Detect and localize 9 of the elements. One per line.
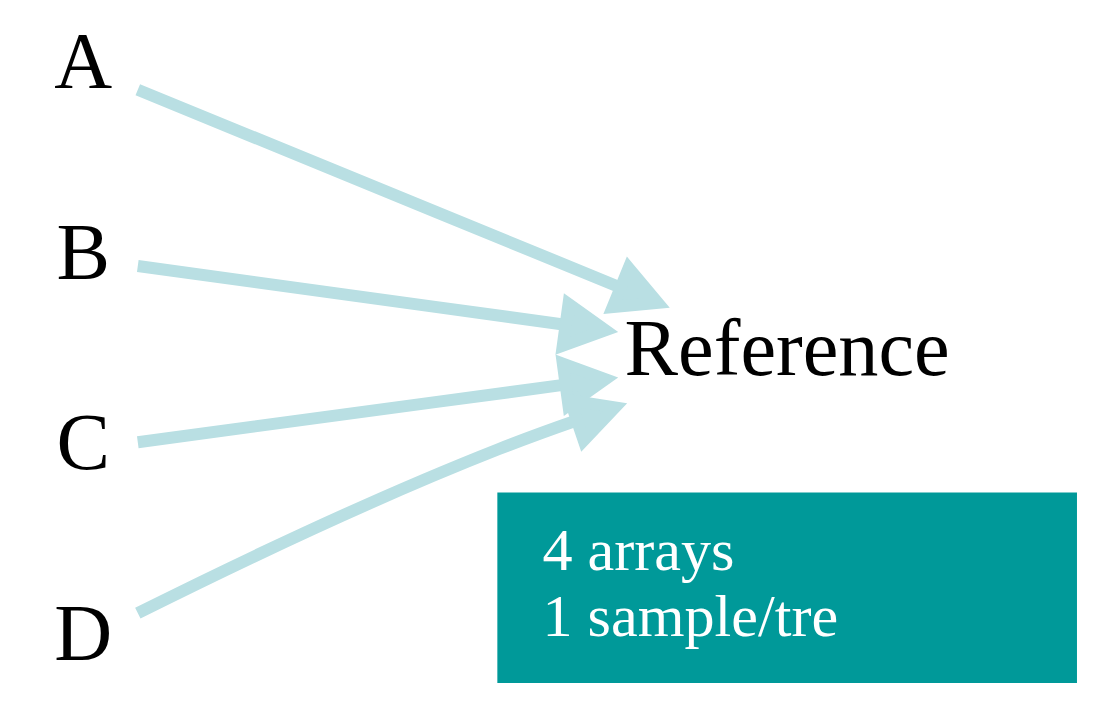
arrow <box>136 260 618 355</box>
node-text: D <box>53 588 112 677</box>
node-text: Reference <box>624 304 950 393</box>
arrow <box>136 354 618 449</box>
arrow <box>135 84 670 315</box>
node-text: A <box>53 17 112 106</box>
node-text: C <box>55 398 110 487</box>
node-text: B <box>55 207 110 296</box>
node-box: 4 arrays 1 sample/tre <box>496 492 1077 683</box>
